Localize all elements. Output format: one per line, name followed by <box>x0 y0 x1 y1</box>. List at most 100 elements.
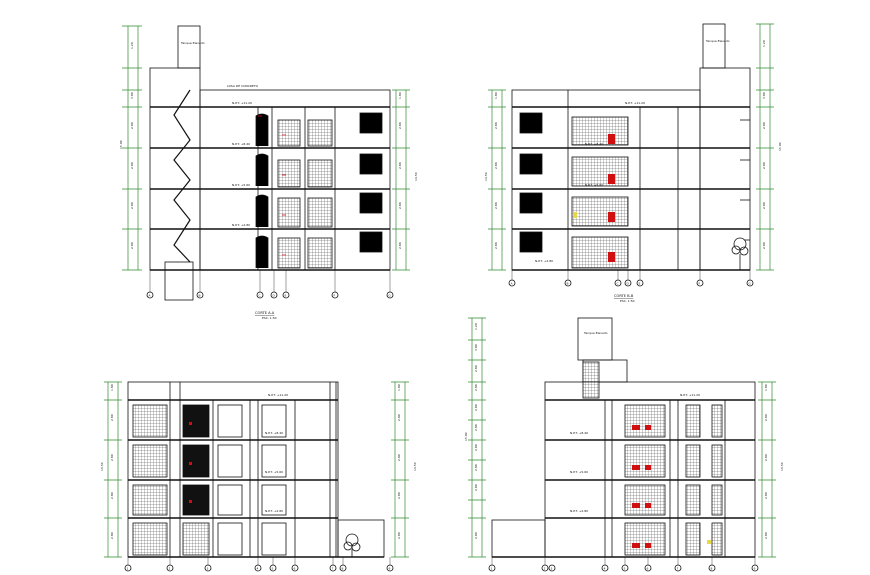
dim-value: 2.80 <box>762 242 766 249</box>
dim-value: 2.80 <box>474 464 478 471</box>
section-title: CORTE B-B <box>614 294 634 298</box>
axis-label: 9 <box>389 567 391 571</box>
dim-total: 15.00 <box>464 432 468 441</box>
dim-value: 2.80 <box>494 122 498 129</box>
tree-icon <box>731 237 749 270</box>
tank-label: Tanque Elevado <box>705 39 730 43</box>
dim-value: 2.80 <box>474 444 478 451</box>
water-tank <box>577 317 613 361</box>
axis-label: B <box>567 282 569 286</box>
dimension-chain-left <box>122 25 142 271</box>
axis-label: 9 <box>754 567 756 571</box>
dimension-chain-right <box>392 89 410 271</box>
section-scale: ESC. 1:50 <box>262 316 277 320</box>
dim-value: 2.80 <box>764 454 768 461</box>
level-label: N.P.T. +11.20 <box>268 393 288 397</box>
dim-value: 2.80 <box>764 414 768 421</box>
axis-label: 5 <box>624 567 626 571</box>
water-tank <box>177 25 201 69</box>
axis-label: 1 <box>491 567 493 571</box>
dim-value: 2.80 <box>762 122 766 129</box>
section-top-right <box>488 23 774 287</box>
dim-value: 2.80 <box>397 492 401 499</box>
tank-label: Tanque Elevado <box>583 331 608 335</box>
section-bottom-left-text: N.P.T. +11.20 N.P.T. +8.40 N.P.T. +5.60 … <box>100 384 417 570</box>
axis-label: 1 <box>127 567 129 571</box>
dim-total: 14.50 <box>100 462 104 471</box>
columns <box>257 107 336 270</box>
floor-slabs <box>492 399 755 558</box>
axis-label: F <box>334 294 336 298</box>
axis-label: 4 <box>604 567 606 571</box>
level-label: N.P.T. +11.20 <box>680 393 700 397</box>
dim-total: 14.50 <box>484 172 488 181</box>
dim-value: 2.80 <box>494 162 498 169</box>
columns <box>567 90 679 270</box>
level-label: N.P.T. +11.20 <box>625 101 645 105</box>
dim-value: 2.80 <box>474 532 478 539</box>
axis-label: 8 <box>342 567 344 571</box>
columns <box>604 400 726 557</box>
dim-value: 1.80 <box>494 92 498 99</box>
dim-value: 2.80 <box>398 242 402 249</box>
axis-label: D <box>273 294 276 298</box>
dim-value: 2.80 <box>398 162 402 169</box>
dim-value: 2.80 <box>474 484 478 491</box>
dim-total: 15.00 <box>119 140 123 149</box>
section-top-left-text: Tanque Elevado LOSA DE CONCRETO CORTE A-… <box>119 41 418 320</box>
axis-label: 5 <box>272 567 274 571</box>
dim-value: 3.80 <box>474 344 478 351</box>
axis-label: A <box>149 294 152 298</box>
dim-value: 1.80 <box>110 384 114 391</box>
axis-label: E <box>639 282 641 286</box>
axis-bubbles <box>488 557 759 572</box>
floor-slabs <box>512 106 750 271</box>
axis-label: 6 <box>647 567 649 571</box>
level-label: N.P.T. +11.20 <box>232 101 252 105</box>
dim-value: 2.80 <box>110 414 114 421</box>
level-label: N.P.T. +8.40 <box>265 431 283 435</box>
dim-value: 2.80 <box>494 242 498 249</box>
tree-icon <box>343 533 361 557</box>
dimension-chain-left <box>104 381 122 558</box>
section-scale: ESC. 1:50 <box>620 299 635 303</box>
dim-value: 2.80 <box>398 202 402 209</box>
level-label: N.P.T. +5.60 <box>570 470 588 474</box>
axis-label: 3 <box>207 567 209 571</box>
dimension-chain-right <box>758 381 776 558</box>
axis-label: C <box>259 294 261 298</box>
axis-label: 7 <box>332 567 334 571</box>
water-tank <box>702 23 726 69</box>
dim-value: 1.80 <box>764 384 768 391</box>
dim-total: 15.00 <box>778 142 782 151</box>
level-label: N.P.T. +2.80 <box>265 509 283 513</box>
axis-label: G <box>389 294 392 298</box>
axis-label: 4 <box>257 567 259 571</box>
dim-value: 2.80 <box>762 162 766 169</box>
axis-label: E <box>285 294 287 298</box>
section-title: CORTE A-A <box>255 311 275 315</box>
section-top-right-text: Tanque Elevado CORTE B-B ESC. 1:50 N.P.T… <box>484 39 782 303</box>
dim-value: 2.80 <box>397 414 401 421</box>
dim-value: 2.80 <box>762 202 766 209</box>
level-label: N.P.T. +2.80 <box>535 259 553 263</box>
dim-total: 14.50 <box>780 462 784 471</box>
dim-value: 2.80 <box>398 122 402 129</box>
axis-label: 6 <box>294 567 296 571</box>
dim-value: 1.80 <box>398 92 402 99</box>
dimension-chain-right <box>756 23 774 271</box>
axis-label: 7 <box>677 567 679 571</box>
level-label: N.P.T. +8.40 <box>232 142 250 146</box>
dim-value: 2.80 <box>397 532 401 539</box>
level-label: N.P.T. +5.60 <box>232 183 250 187</box>
dim-value: 1.20 <box>130 42 134 49</box>
dim-value: 2.80 <box>474 365 478 372</box>
axis-bubbles <box>124 557 394 572</box>
dim-value: 2.80 <box>494 202 498 209</box>
level-label: N.P.T. +8.40 <box>585 142 603 146</box>
dim-value: 2.80 <box>110 492 114 499</box>
level-label: N.P.T. +2.80 <box>232 223 250 227</box>
dimension-chain-left <box>488 89 506 271</box>
axis-label: 8 <box>711 567 713 571</box>
